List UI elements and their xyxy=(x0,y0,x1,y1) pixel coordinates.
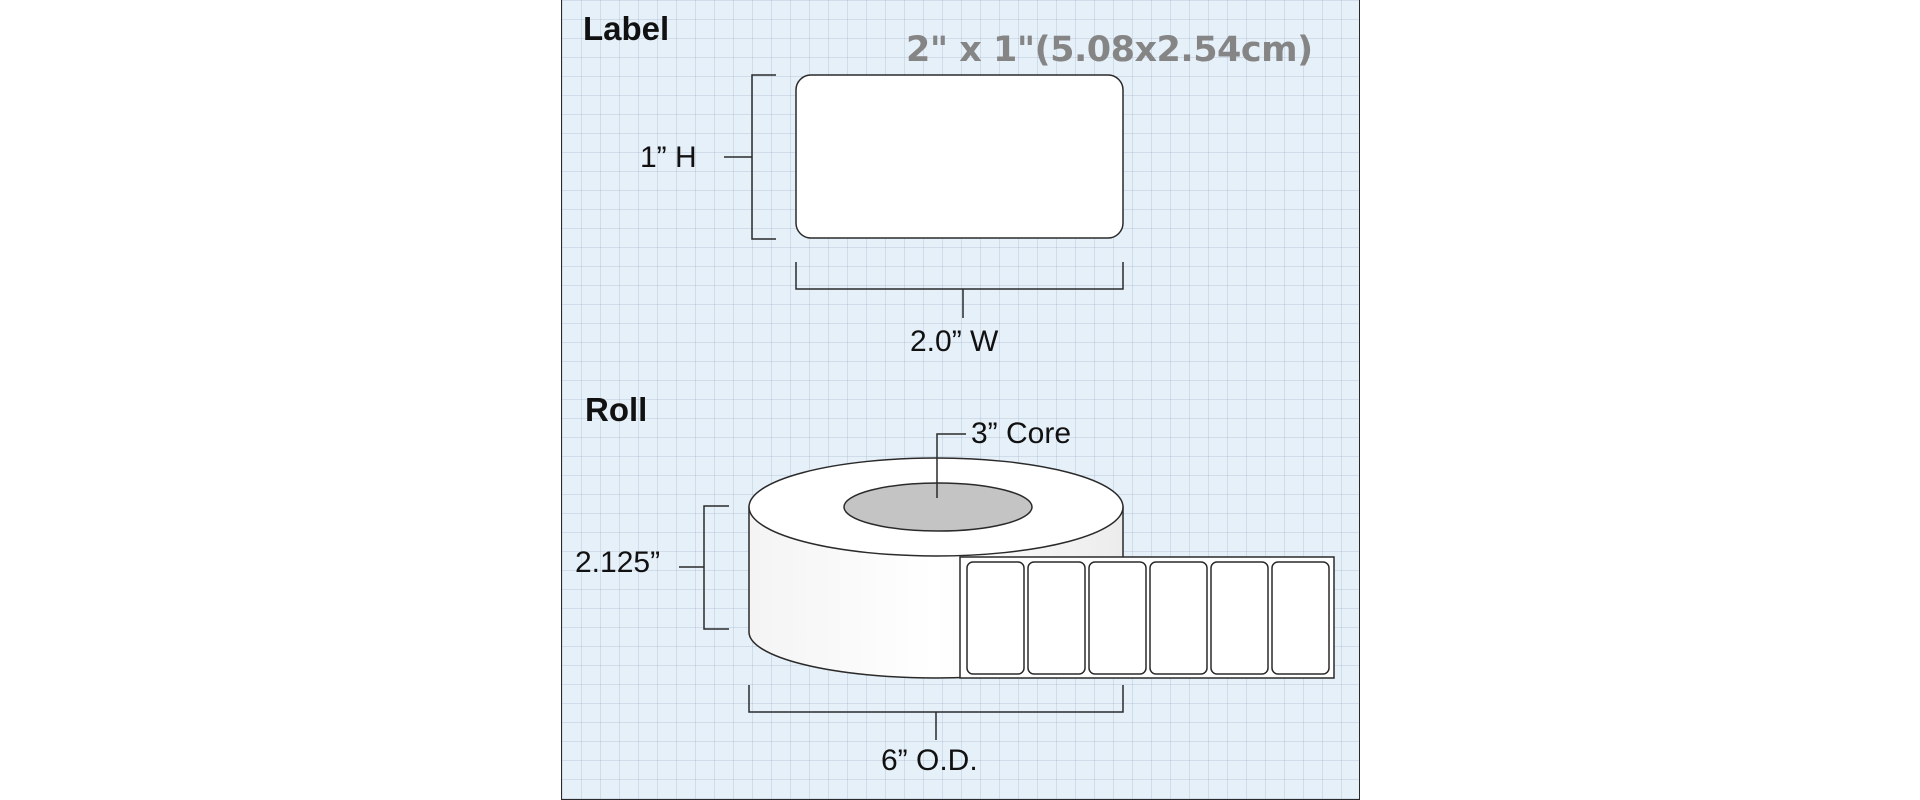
label-width-bracket xyxy=(795,262,1124,318)
label-size-caption: 2" x 1"(5.08x2.54cm) xyxy=(906,30,1313,70)
strip-label xyxy=(1088,561,1147,675)
strip-label xyxy=(1271,561,1330,675)
strip-label xyxy=(1210,561,1269,675)
roll-od-text: 6” O.D. xyxy=(881,744,978,777)
label-section-heading: Label xyxy=(583,10,670,47)
label-height-bracket xyxy=(724,74,776,240)
roll-core xyxy=(843,482,1033,532)
roll-core-text: 3” Core xyxy=(971,417,1072,450)
label-height-text: 1” H xyxy=(640,141,697,174)
label-roll-icon xyxy=(748,457,1335,679)
core-leader-line xyxy=(936,433,966,498)
roll-od-bracket xyxy=(748,685,1124,740)
roll-width-bracket xyxy=(679,505,729,630)
roll-width-text: 2.125” xyxy=(575,546,661,579)
roll-section-heading: Roll xyxy=(585,391,648,428)
label-shape-icon xyxy=(795,74,1124,239)
strip-label xyxy=(1149,561,1208,675)
label-width-text: 2.0” W xyxy=(910,325,999,358)
strip-label xyxy=(966,561,1025,675)
strip-label xyxy=(1027,561,1086,675)
